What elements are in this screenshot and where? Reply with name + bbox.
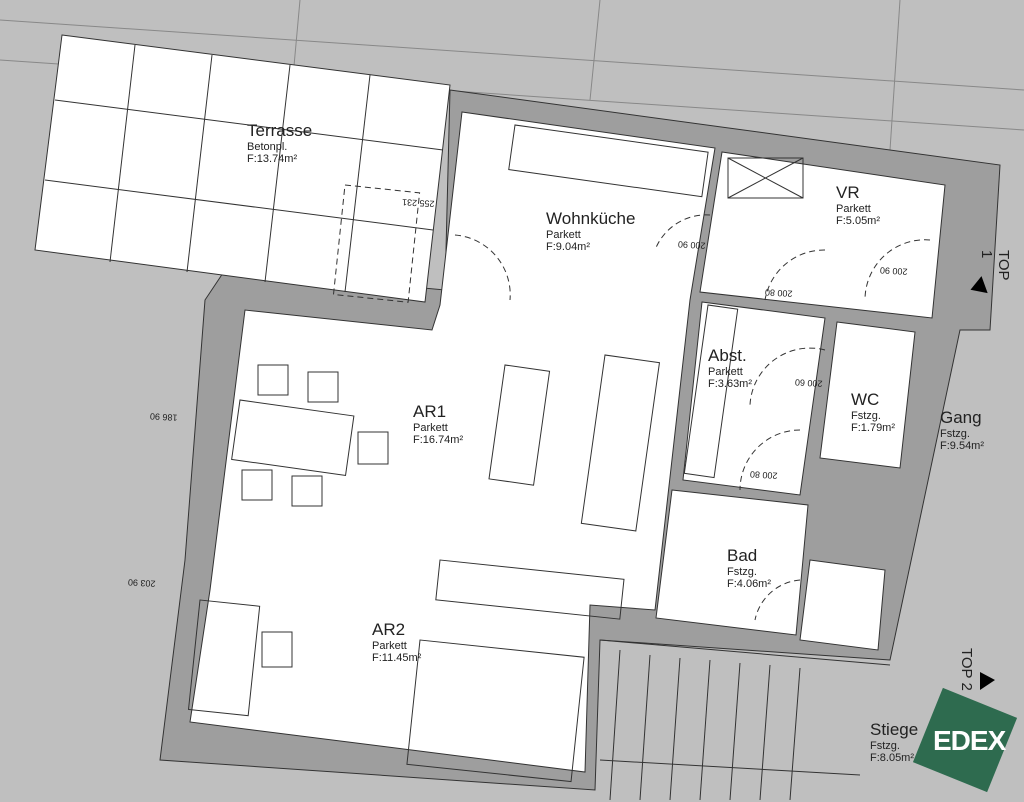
room-bad bbox=[655, 489, 809, 636]
marker-top2: TOP 2 bbox=[958, 648, 975, 691]
dimension-label: 200 60 bbox=[794, 377, 823, 389]
room-terrasse bbox=[34, 34, 451, 303]
dimension-label: 200 80 bbox=[764, 287, 793, 299]
room-living bbox=[189, 111, 716, 773]
room-vr bbox=[699, 151, 946, 319]
dimension-label: 186 90 bbox=[149, 411, 178, 423]
top1-arrow-icon bbox=[970, 276, 988, 294]
dimension-label: 255 231 bbox=[401, 197, 435, 209]
dimension-label: 203 90 bbox=[127, 577, 156, 589]
room-wc bbox=[819, 321, 916, 469]
marker-top1: TOP 1 bbox=[978, 250, 1012, 281]
top2-arrow-icon bbox=[980, 672, 995, 690]
dimension-label: 200 90 bbox=[677, 239, 706, 251]
dimension-label: 200 80 bbox=[749, 469, 778, 481]
dimension-label: 200 90 bbox=[879, 265, 908, 277]
edex-logo-text: EDEX bbox=[933, 725, 1006, 756]
